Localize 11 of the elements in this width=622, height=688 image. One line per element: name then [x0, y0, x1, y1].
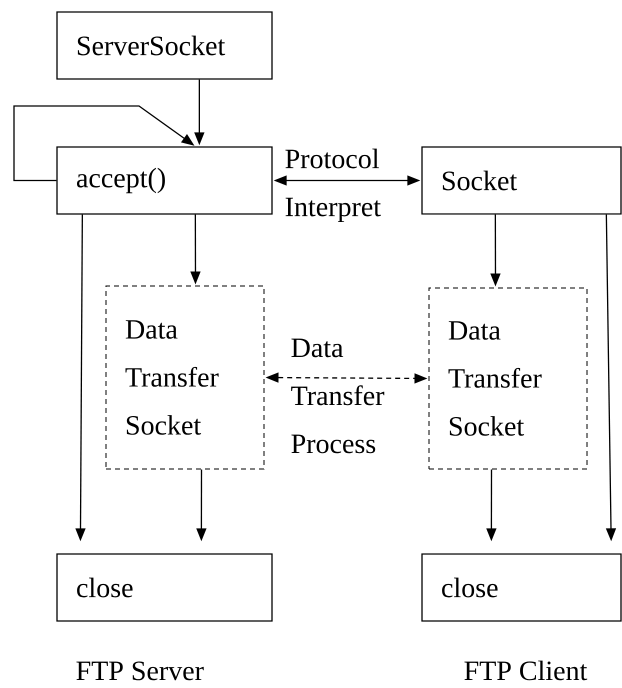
column-label: FTP Client: [464, 660, 588, 680]
process-box: Data Transfer Socket: [428, 288, 588, 470]
process-box: accept(): [56, 146, 273, 215]
column-label: FTP Server: [76, 661, 204, 680]
process-box: close: [421, 553, 622, 622]
process-box: ServerSocket: [56, 11, 273, 80]
edge-label: Protocol Interpret: [285, 148, 381, 222]
process-box: Data Transfer Socket: [106, 286, 264, 470]
edge-label: Data Transfer Process: [291, 338, 384, 454]
process-box: close: [56, 553, 273, 622]
process-box: Socket: [421, 146, 622, 215]
